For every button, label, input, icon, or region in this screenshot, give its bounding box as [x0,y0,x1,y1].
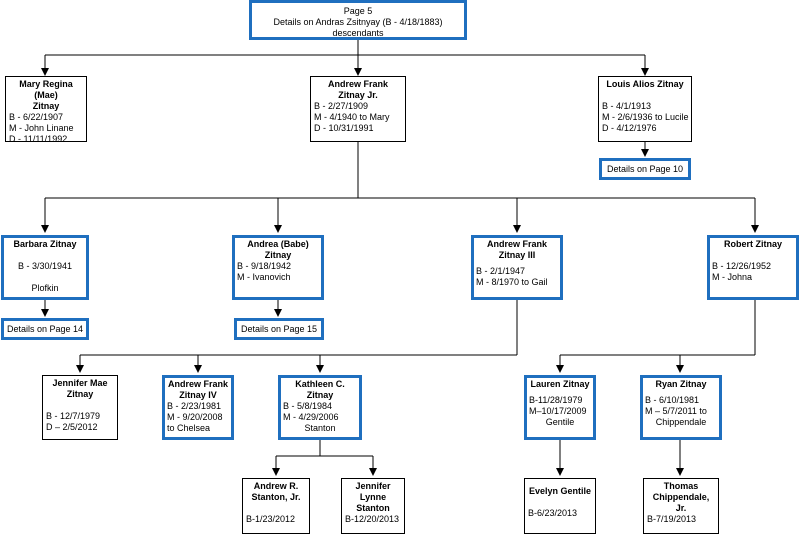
birth-date: B - 6/10/1981 [645,395,700,405]
person-thomas-chippendale: Thomas Chippendale, Jr. B-7/19/2013 [643,478,719,534]
header-box: Page 5 Details on Andras Zsitnyay (B - 4… [249,0,467,40]
person-andrew-frank-jr: Andrew Frank Zitnay Jr. B - 2/27/1909 M … [310,76,406,142]
death-date: D – 2/5/2012 [46,422,98,432]
marriage-info: M–10/17/2009 [529,406,587,416]
person-andrew-r-stanton: Andrew R. Stanton, Jr. B-1/23/2012 [242,478,310,534]
birth-date: B-11/28/1979 [529,395,583,405]
person-name: Zitnay [32,101,60,111]
person-ryan: Ryan Zitnay B - 6/10/1981 M – 5/7/2011 t… [640,375,722,440]
birth-date: B - 2/1/1947 [476,266,526,276]
person-kathleen: Kathleen C. Zitnay B - 5/8/1984 M - 4/29… [278,375,362,440]
header-line-2: Details on Andras Zsitnyay (B - 4/18/188… [273,17,443,27]
person-name: Zitnay IV [179,390,217,400]
person-andrea: Andrea (Babe) Zitnay B - 9/18/1942 M - I… [232,235,324,300]
person-name: Lauren Zitnay [530,379,590,389]
header-line-3: descendants [332,28,384,38]
birth-date: B - 2/27/1909 [314,101,369,111]
birth-date: B-12/20/2013 [345,514,400,524]
birth-date: B - 12/7/1979 [46,411,101,421]
person-lauren: Lauren Zitnay B-11/28/1979 M–10/17/2009 … [524,375,596,440]
person-mary-regina: Mary Regina (Mae) Zitnay B - 6/22/1907 M… [5,76,87,144]
person-name: Louis Alios Zitnay [606,79,684,89]
person-jennifer-mae: Jennifer Mae Zitnay B - 12/7/1979 D – 2/… [42,375,118,440]
person-jennifer-lynne-stanton: Jennifer Lynne Stanton B-12/20/2013 [341,478,405,534]
details-page-15-label: Details on Page 15 [240,324,318,334]
person-andrew-frank-iii: Andrew Frank Zitnay III B - 2/1/1947 M -… [471,235,563,300]
birth-date: B-1/23/2012 [246,514,296,524]
person-name: Andrew Frank [486,239,547,249]
marriage-info: M - Johna [712,272,753,282]
person-andrew-frank-iv: Andrew Frank Zitnay IV B - 2/23/1981 M -… [162,375,234,440]
person-name: Zitnay [264,250,292,260]
person-name: Jr. [675,503,687,513]
marriage-info: M - 4/1940 to Mary [314,112,390,122]
marriage-info: M - 4/29/2006 [283,412,339,422]
death-date: D - 11/11/1992 [9,134,68,144]
birth-date: B - 6/22/1907 [9,112,64,122]
person-robert: Robert Zitnay B - 12/26/1952 M - Johna [707,235,799,300]
marriage-info: M - 2/6/1936 to Lucile [602,112,689,122]
person-barbara: Barbara Zitnay B - 3/30/1941 Plofkin [1,235,89,300]
death-date: D - 4/12/1976 [602,123,657,133]
person-name: Thomas [663,481,699,491]
marriage-info: M - 8/1970 to Gail [476,277,548,287]
details-page-14-label: Details on Page 14 [6,324,84,334]
person-name: Zitnay [66,389,94,399]
birth-date: B - 9/18/1942 [237,261,292,271]
person-name: Zitnay III [498,250,536,260]
person-name: Andrew Frank [327,79,388,89]
person-name: Zitnay [306,390,334,400]
marriage-info: M – 5/7/2011 to [645,406,707,416]
birth-date: B - 2/23/1981 [167,401,222,411]
person-name: Zitnay Jr. [338,90,378,100]
person-name: Chippendale, [652,492,710,502]
person-name: Lynne [359,492,387,502]
birth-date: B - 4/1/1913 [602,101,652,111]
header-line-1: Page 5 [343,6,373,16]
details-page-10-link[interactable]: Details on Page 10 [599,158,691,180]
marriage-info: M - Ivanovich [237,272,291,282]
person-name: Stanton, Jr. [251,492,301,502]
person-name: Andrew Frank [167,379,228,389]
person-louis-alios: Louis Alios Zitnay B - 4/1/1913 M - 2/6/… [598,76,692,142]
marriage-info: Stanton [304,423,336,433]
birth-date: B - 12/26/1952 [712,261,772,271]
death-date: D - 10/31/1991 [314,123,374,133]
marriage-info: M - 9/20/2008 [167,412,223,422]
person-name: Kathleen C. [295,379,345,389]
person-name: Stanton [356,503,390,513]
person-name: Andrea (Babe) [247,239,309,249]
details-page-15-link[interactable]: Details on Page 15 [234,318,324,340]
person-name: Jennifer [355,481,391,491]
marriage-info: Plofkin [31,283,59,293]
person-name: Andrew R. [253,481,299,491]
birth-date: B-6/23/2013 [528,508,578,518]
marriage-info: M - John Linane [9,123,74,133]
person-name: Robert Zitnay [723,239,782,249]
person-name: Mary Regina (Mae) [19,79,73,100]
person-name: Evelyn Gentile [528,486,592,496]
person-name: Jennifer Mae [52,378,108,388]
birth-date: B - 3/30/1941 [17,261,73,271]
person-name: Barbara Zitnay [13,239,77,249]
details-page-10-label: Details on Page 10 [606,164,684,174]
birth-date: B-7/19/2013 [647,514,697,524]
marriage-info: Chippendale [655,417,707,427]
person-name: Ryan Zitnay [655,379,707,389]
person-evelyn-gentile: Evelyn Gentile B-6/23/2013 [524,478,596,534]
marriage-info: Gentile [545,417,575,427]
marriage-info: to Chelsea [167,423,211,433]
birth-date: B - 5/8/1984 [283,401,333,411]
details-page-14-link[interactable]: Details on Page 14 [1,318,89,340]
